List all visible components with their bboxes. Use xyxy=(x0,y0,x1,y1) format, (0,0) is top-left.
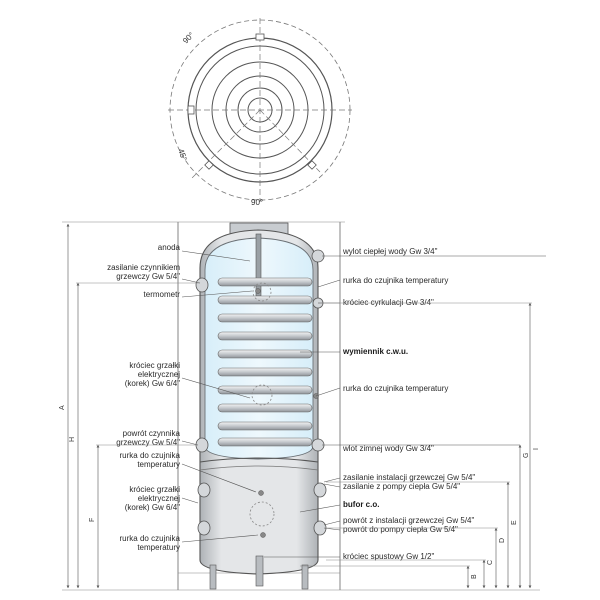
leg-right xyxy=(301,564,309,590)
label-sensor-tube-2: rurka do czujnika temperatury xyxy=(343,384,448,393)
label-heater-top-l2: elektrycznej xyxy=(138,370,180,379)
label-heater-bottom-l3: (korek) Gw 6/4" xyxy=(125,503,180,512)
top-view: 90° 45° 90° xyxy=(168,18,352,207)
label-buffer: bufor c.o. xyxy=(343,500,379,509)
dimensions-left xyxy=(66,223,200,589)
label-heating-supply-l2: grzewczy Gw 5/4" xyxy=(116,272,180,281)
dim-E: E xyxy=(511,520,518,525)
dimension-letters: A H F I G E D C B xyxy=(59,405,540,579)
drain-pipe xyxy=(255,555,264,587)
label-install-supply: zasilanie instalacji grzewczej Gw 5/4" xyxy=(343,473,475,482)
dim-I: I xyxy=(533,448,540,450)
labels-left: anoda zasilanie czynnikiem grzewczy Gw 5… xyxy=(107,243,180,552)
label-drain: króciec spustowy Gw 1/2" xyxy=(343,552,434,561)
label-sensor-bottom-l2: temperatury xyxy=(137,543,180,552)
label-sensor-mid-l1: rurka do czujnika xyxy=(120,451,181,460)
dimensions-right xyxy=(300,302,532,589)
label-sensor-mid-l2: temperatury xyxy=(137,460,180,469)
label-heating-return-l2: grzewczy Gw 5/4" xyxy=(116,438,180,447)
label-heater-bottom-l1: króciec grzałki xyxy=(129,485,180,494)
labels-right: wylot ciepłej wody Gw 3/4" rurka do czuj… xyxy=(342,247,475,561)
label-circulation: króciec cyrkulacji Gw 3/4" xyxy=(343,298,434,307)
dim-D: D xyxy=(499,538,506,543)
leaders-right xyxy=(264,255,546,558)
label-anode: anoda xyxy=(158,243,181,252)
label-heatpump-supply: zasilanie z pompy ciepła Gw 5/4" xyxy=(343,482,460,491)
top-angle-label: 90° xyxy=(181,30,196,45)
label-heater-top-l1: króciec grzałki xyxy=(129,361,180,370)
label-heater-bottom-l2: elektrycznej xyxy=(138,494,180,503)
label-heating-return-l1: powrót czynnika xyxy=(123,429,181,438)
left-angle-label: 45° xyxy=(176,148,189,162)
dim-F: F xyxy=(89,518,96,522)
label-heater-top-l3: (korek) Gw 6/4" xyxy=(125,379,180,388)
label-hot-water-outlet: wylot ciepłej wody Gw 3/4" xyxy=(342,247,438,256)
side-view xyxy=(62,221,540,591)
dim-B: B xyxy=(471,574,478,579)
bottom-angle-label: 90° xyxy=(251,198,263,207)
dim-A: A xyxy=(59,405,66,410)
dim-G: G xyxy=(523,453,530,458)
label-heating-supply-l1: zasilanie czynnikiem xyxy=(107,263,180,272)
sensor-ring-bottom xyxy=(249,501,275,527)
dim-C: C xyxy=(487,560,494,565)
label-install-return: powrót z instalacji grzewczej Gw 5/4" xyxy=(343,516,474,525)
heat-exchanger-coil xyxy=(217,277,313,447)
label-thermometer: termometr xyxy=(144,290,181,299)
anode-rod xyxy=(255,233,262,297)
sensor-ring-top xyxy=(252,282,272,302)
label-heatpump-return: powrót do pompy ciepła Gw 5/4" xyxy=(343,525,458,534)
label-sensor-tube-1: rurka do czujnika temperatury xyxy=(343,276,448,285)
label-cold-water-inlet: wlot zimnej wody Gw 3/4" xyxy=(342,444,434,453)
leg-left xyxy=(209,564,217,590)
dim-H: H xyxy=(69,437,76,442)
ports-left xyxy=(195,277,211,536)
label-exchanger: wymiennik c.w.u. xyxy=(342,347,408,356)
sensor-ring-mid xyxy=(251,384,273,406)
leaders-left xyxy=(181,250,259,543)
label-sensor-bottom-l1: rurka do czujnika xyxy=(120,534,181,543)
